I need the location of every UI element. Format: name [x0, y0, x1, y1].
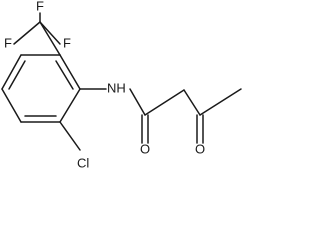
ketone-oxygen-label: O [195, 141, 205, 156]
ring-bond-c4-c5 [1, 88, 22, 123]
ring-bond-c6-c1 [59, 88, 81, 123]
bond-ch2-ketone [183, 89, 201, 116]
acetoacetyl-chain: O O [140, 88, 242, 156]
bond-c-f-left [13, 21, 41, 45]
trifluoromethyl-group: F F F [4, 0, 71, 56]
bond-ring-cl [59, 121, 81, 151]
ring-double-bond-c1-c2 [55, 60, 74, 90]
fluorine-top-label: F [36, 0, 44, 13]
benzene-ring [1, 54, 81, 123]
ring-double-bond-c3-c4 [8, 60, 26, 90]
chlorine-label: Cl [77, 155, 89, 170]
fluorine-right-label: F [63, 35, 71, 50]
bond-c-f-right [39, 21, 61, 45]
bond-carbonyl-ch2 [144, 89, 185, 116]
chloro-substituent: Cl [59, 121, 89, 170]
bond-ketone-methyl [199, 88, 242, 116]
chemical-structure: F F F Cl NH O O [1, 0, 242, 170]
bond-ring-cf3 [39, 21, 61, 56]
amide-nitrogen: NH [79, 80, 146, 116]
nh-label: NH [107, 80, 126, 95]
ring-bond-c1-c2 [59, 54, 81, 90]
fluorine-left-label: F [4, 35, 12, 50]
ring-bond-c3-c4 [1, 54, 22, 90]
bond-n-carbonyl [129, 88, 146, 116]
amide-oxygen-label: O [140, 141, 150, 156]
